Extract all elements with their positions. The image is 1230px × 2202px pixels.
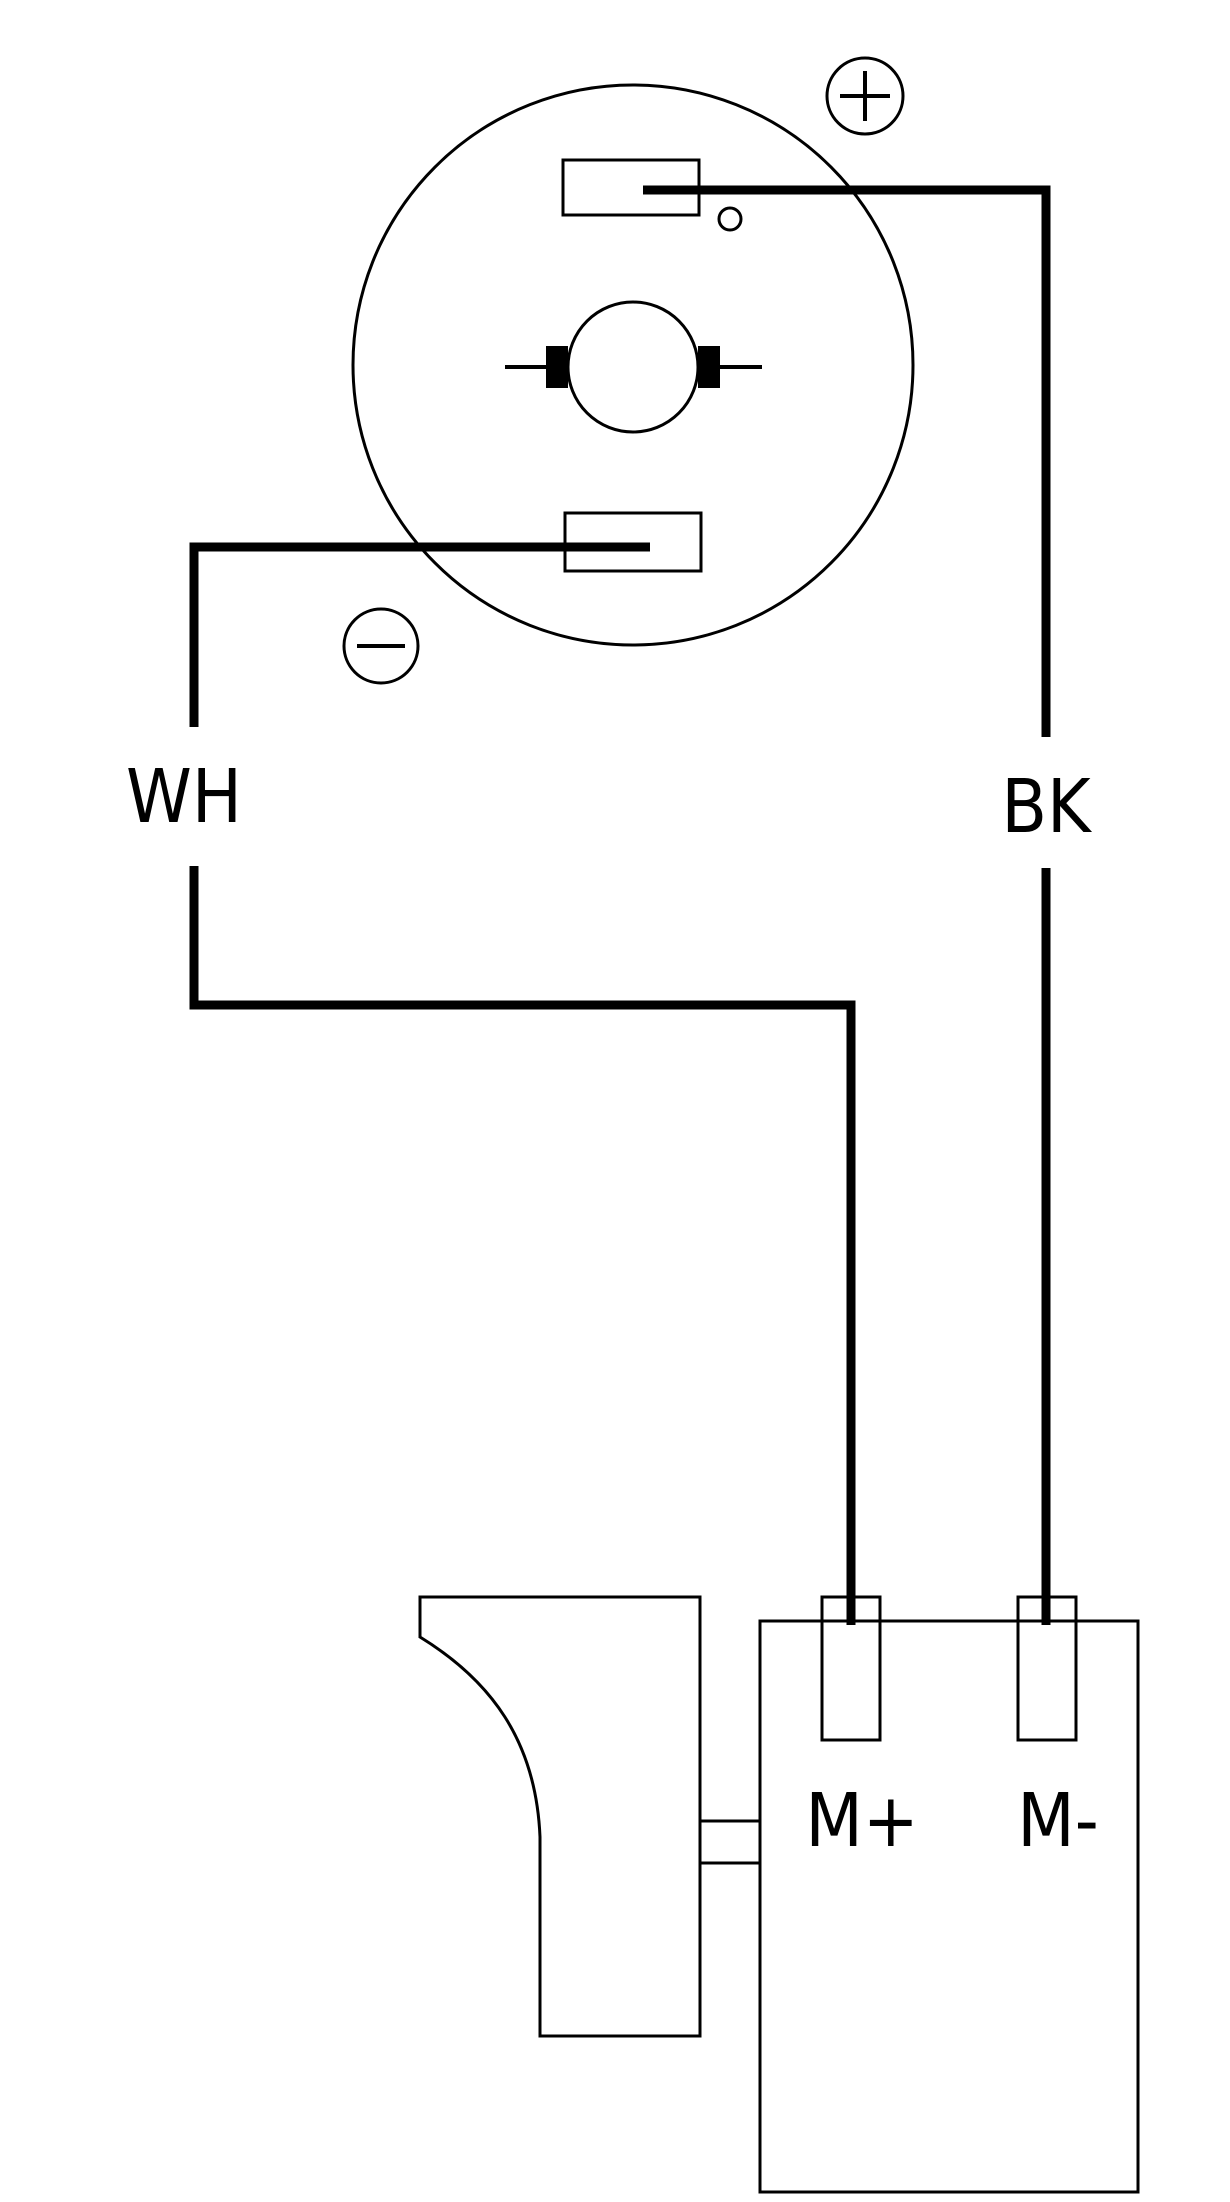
switch: M+ M-: [418, 1595, 1140, 2194]
wire-label-black: BK: [1001, 764, 1093, 850]
brush-left: [546, 346, 568, 388]
motor-housing: [351, 83, 915, 647]
wire-black: [643, 185, 1051, 737]
trigger: [418, 1595, 702, 2038]
plus-icon: [825, 56, 905, 136]
motor-terminal-negative: [563, 511, 703, 573]
motor-armature: [505, 300, 762, 434]
armature-circle: [566, 300, 700, 434]
wire-white-lower: [189, 866, 856, 1625]
wire-white: [189, 542, 650, 727]
wire-label-white: WH: [126, 754, 242, 840]
switch-label-positive: M+: [805, 1778, 918, 1864]
switch-body: [758, 1619, 1140, 2194]
switch-terminal-positive: [820, 1595, 882, 1742]
terminal-indicator-dot: [717, 206, 743, 232]
switch-terminal-negative: [1016, 1595, 1078, 1742]
switch-label-negative: M-: [1017, 1778, 1098, 1864]
motor: [351, 83, 915, 647]
trigger-shaft: [700, 1819, 760, 1865]
brush-right: [698, 346, 720, 388]
minus-icon: [342, 607, 420, 685]
